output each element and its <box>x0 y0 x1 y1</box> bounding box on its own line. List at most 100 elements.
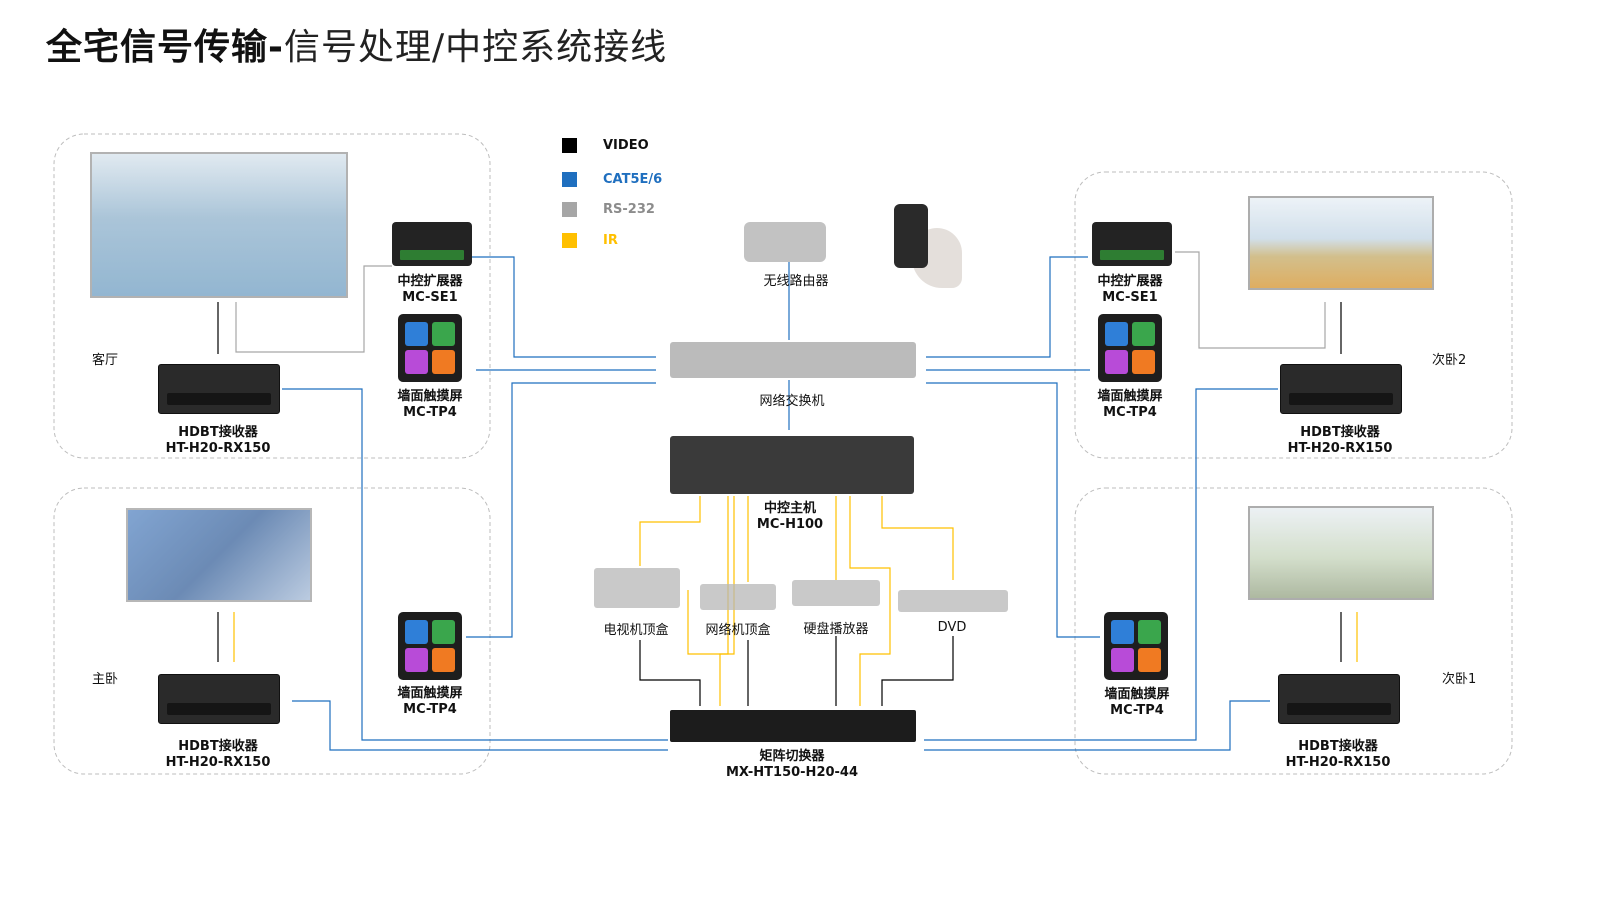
cat-line-tp-master <box>466 382 656 638</box>
touch-panel-master <box>398 612 462 680</box>
touch-panel-second1 <box>1104 612 1168 680</box>
zone-second2 <box>1074 171 1513 459</box>
room-label-master: 主卧 <box>92 672 119 687</box>
tv-screen-second1 <box>1248 506 1434 600</box>
tv-box-label: 电视机顶盒 <box>603 623 669 638</box>
tv-screen-master <box>126 508 312 602</box>
touch-name-master: 墙面触摸屏 <box>397 686 463 701</box>
matrix-label: 矩阵切换器 MX-HT150-H20-44 <box>726 749 858 781</box>
receiver-model-living: HT-H20-RX150 <box>165 441 271 456</box>
cat-line-se1-left <box>472 256 656 358</box>
expander-model-right: MC-SE1 <box>1102 290 1158 305</box>
video-line-dvd <box>881 636 954 706</box>
tv-box-device <box>594 568 680 608</box>
legend-label-cat: CAT5E/6 <box>603 171 663 187</box>
touch-panel-second2 <box>1098 314 1162 382</box>
touch-model-second2: MC-TP4 <box>1103 405 1157 420</box>
router-device <box>744 222 826 262</box>
rs232-line-second2 <box>1175 251 1326 349</box>
phone-device <box>894 204 928 268</box>
hdd-player-label: 硬盘播放器 <box>803 622 869 637</box>
legend-video: VIDEO <box>562 137 649 153</box>
room-label-second2: 次卧2 <box>1432 353 1467 368</box>
receiver-device-living <box>158 364 280 414</box>
legend-rs232: RS-232 <box>562 201 655 217</box>
expander-device-right <box>1092 222 1172 266</box>
video-line-tvbox <box>639 640 701 706</box>
tv-screen-living <box>90 152 348 298</box>
legend-label-rs232: RS-232 <box>603 201 655 217</box>
cat-line-rx-second2 <box>924 388 1278 741</box>
touch-label-second1: 墙面触摸屏 MC-TP4 <box>1104 687 1169 719</box>
dvd-label: DVD <box>937 620 967 635</box>
receiver-name-master: HDBT接收器 <box>178 739 258 754</box>
net-box-label: 网络机顶盒 <box>705 623 771 638</box>
title-main: 全宅信号传输 <box>46 27 269 68</box>
touch-model-second1: MC-TP4 <box>1110 703 1164 718</box>
zone-living <box>53 133 491 459</box>
receiver-device-second1 <box>1278 674 1400 724</box>
ir-line-tvbox <box>639 496 701 566</box>
receiver-device-master <box>158 674 280 724</box>
expander-label-right: 中控扩展器 MC-SE1 <box>1097 274 1162 306</box>
touch-model-living: MC-TP4 <box>403 405 457 420</box>
legend-ir: IR <box>562 232 618 248</box>
expander-name-left: 中控扩展器 <box>397 274 463 289</box>
cat-line-rx-master <box>292 700 668 751</box>
control-host-name: 中控主机 <box>763 501 816 516</box>
receiver-label-master: HDBT接收器 HT-H20-RX150 <box>166 739 271 771</box>
legend-cat: CAT5E/6 <box>562 171 662 187</box>
switch-label: 网络交换机 <box>759 394 825 409</box>
touch-label-living: 墙面触摸屏 MC-TP4 <box>397 389 462 421</box>
matrix-switcher-device <box>670 710 916 742</box>
expander-device-left <box>392 222 472 266</box>
title-dash: - <box>268 27 284 68</box>
legend-swatch-ir <box>562 232 577 248</box>
expander-model-left: MC-SE1 <box>402 290 458 305</box>
receiver-label-second1: HDBT接收器 HT-H20-RX150 <box>1286 739 1391 771</box>
legend-swatch-video <box>562 137 577 153</box>
network-switch-device <box>670 342 916 378</box>
page-title: 全宅信号传输-信号处理/中控系统接线 <box>46 18 667 70</box>
dvd-device <box>898 590 1008 612</box>
control-host-label: 中控主机 MC-H100 <box>757 501 823 533</box>
receiver-model-second1: HT-H20-RX150 <box>1285 755 1391 770</box>
expander-label-left: 中控扩展器 MC-SE1 <box>397 274 462 306</box>
router-label: 无线路由器 <box>763 274 829 289</box>
room-label-living: 客厅 <box>92 353 119 368</box>
matrix-model: MX-HT150-H20-44 <box>725 765 859 780</box>
receiver-name-second1: HDBT接收器 <box>1298 739 1378 754</box>
ir-line-host-dvd <box>881 496 954 580</box>
receiver-model-second2: HT-H20-RX150 <box>1287 441 1393 456</box>
touch-panel-living <box>398 314 462 382</box>
ir-line-host-netbox <box>687 496 729 655</box>
receiver-label-living: HDBT接收器 HT-H20-RX150 <box>166 425 271 457</box>
net-box-device <box>700 584 776 610</box>
touch-name-second1: 墙面触摸屏 <box>1104 687 1170 702</box>
touch-name-second2: 墙面触摸屏 <box>1097 389 1163 404</box>
ir-line-host-matrix-b <box>849 496 891 706</box>
receiver-label-second2: HDBT接收器 HT-H20-RX150 <box>1288 425 1393 457</box>
receiver-name-living: HDBT接收器 <box>178 425 258 440</box>
cat-line-se1-right <box>926 256 1088 358</box>
zone-second1 <box>1074 487 1513 775</box>
cat-line-tp-second1 <box>926 382 1100 638</box>
legend-swatch-cat <box>562 171 577 187</box>
cat-line-rx-living <box>282 388 668 741</box>
touch-model-master: MC-TP4 <box>403 702 457 717</box>
matrix-name: 矩阵切换器 <box>759 749 825 764</box>
zone-master <box>53 487 491 775</box>
room-label-second1: 次卧1 <box>1442 672 1477 687</box>
touch-label-master: 墙面触摸屏 MC-TP4 <box>397 686 462 718</box>
receiver-model-master: HT-H20-RX150 <box>165 755 271 770</box>
rs232-line-living <box>235 265 392 353</box>
receiver-name-second2: HDBT接收器 <box>1300 425 1380 440</box>
touch-label-second2: 墙面触摸屏 MC-TP4 <box>1097 389 1162 421</box>
expander-name-right: 中控扩展器 <box>1097 274 1163 289</box>
receiver-device-second2 <box>1280 364 1402 414</box>
control-host-device <box>670 436 914 494</box>
hdd-player-device <box>792 580 880 606</box>
tv-screen-second2 <box>1248 196 1434 290</box>
legend-label-video: VIDEO <box>603 137 649 153</box>
